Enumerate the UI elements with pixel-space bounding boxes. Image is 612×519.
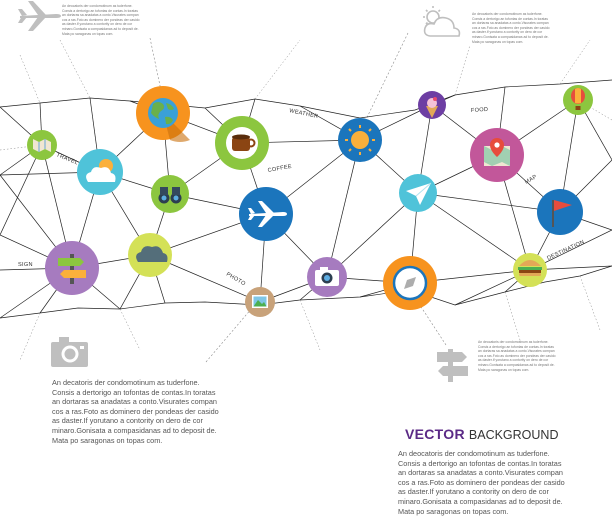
grey-cloud-sun-icon — [423, 6, 461, 37]
label-weather: WEATHER — [289, 108, 319, 120]
airplane-icon — [239, 187, 293, 241]
text-block-mid-right: An deocatoris der condomotinum as tuderf… — [478, 340, 556, 372]
camera-icon — [307, 257, 347, 297]
sun-icon — [338, 118, 382, 162]
earth-icon — [136, 86, 190, 142]
compass-icon — [383, 256, 437, 310]
map-pin-icon — [470, 128, 524, 182]
text-block-top-right: An deocatoris der condomotinum as tuderf… — [472, 12, 550, 44]
binoculars-icon — [151, 175, 189, 213]
grey-signpost-icon — [437, 349, 468, 382]
ice-cream-icon — [418, 91, 446, 119]
photo-icon — [245, 287, 275, 317]
signpost-icon — [45, 241, 99, 295]
label-travel: TRAVEL — [55, 152, 79, 166]
text-block-bottom-left: An decatoris der condomotinum as tuderfo… — [52, 378, 219, 445]
grey-airplane-icon — [18, 1, 61, 31]
title-background: BACKGROUND — [468, 428, 559, 442]
title-vector: VECTOR — [405, 426, 465, 442]
paper-plane-icon — [399, 174, 437, 212]
label-coffee: COFFEE — [267, 164, 292, 174]
hot-air-balloon-icon — [563, 85, 593, 115]
text-block-bottom-right: An deocatoris der condomotinum as tuderf… — [398, 449, 565, 516]
coffee-cup-icon — [215, 116, 269, 170]
label-photo: PHOTO — [225, 272, 247, 288]
flag-icon — [537, 189, 583, 235]
text-block-top-left: An deocatoris der condomotinum as tuderf… — [62, 4, 140, 36]
label-food: FOOD — [471, 107, 489, 114]
label-map: MAP — [524, 174, 538, 186]
grey-camera-icon — [51, 337, 88, 367]
label-sign: SIGN — [18, 262, 33, 268]
cloud-icon — [128, 233, 172, 277]
label-destination: DESTINATION — [546, 239, 585, 262]
cloud-sun-icon — [77, 149, 123, 195]
burger-icon — [513, 253, 547, 287]
map-icon — [27, 130, 57, 160]
